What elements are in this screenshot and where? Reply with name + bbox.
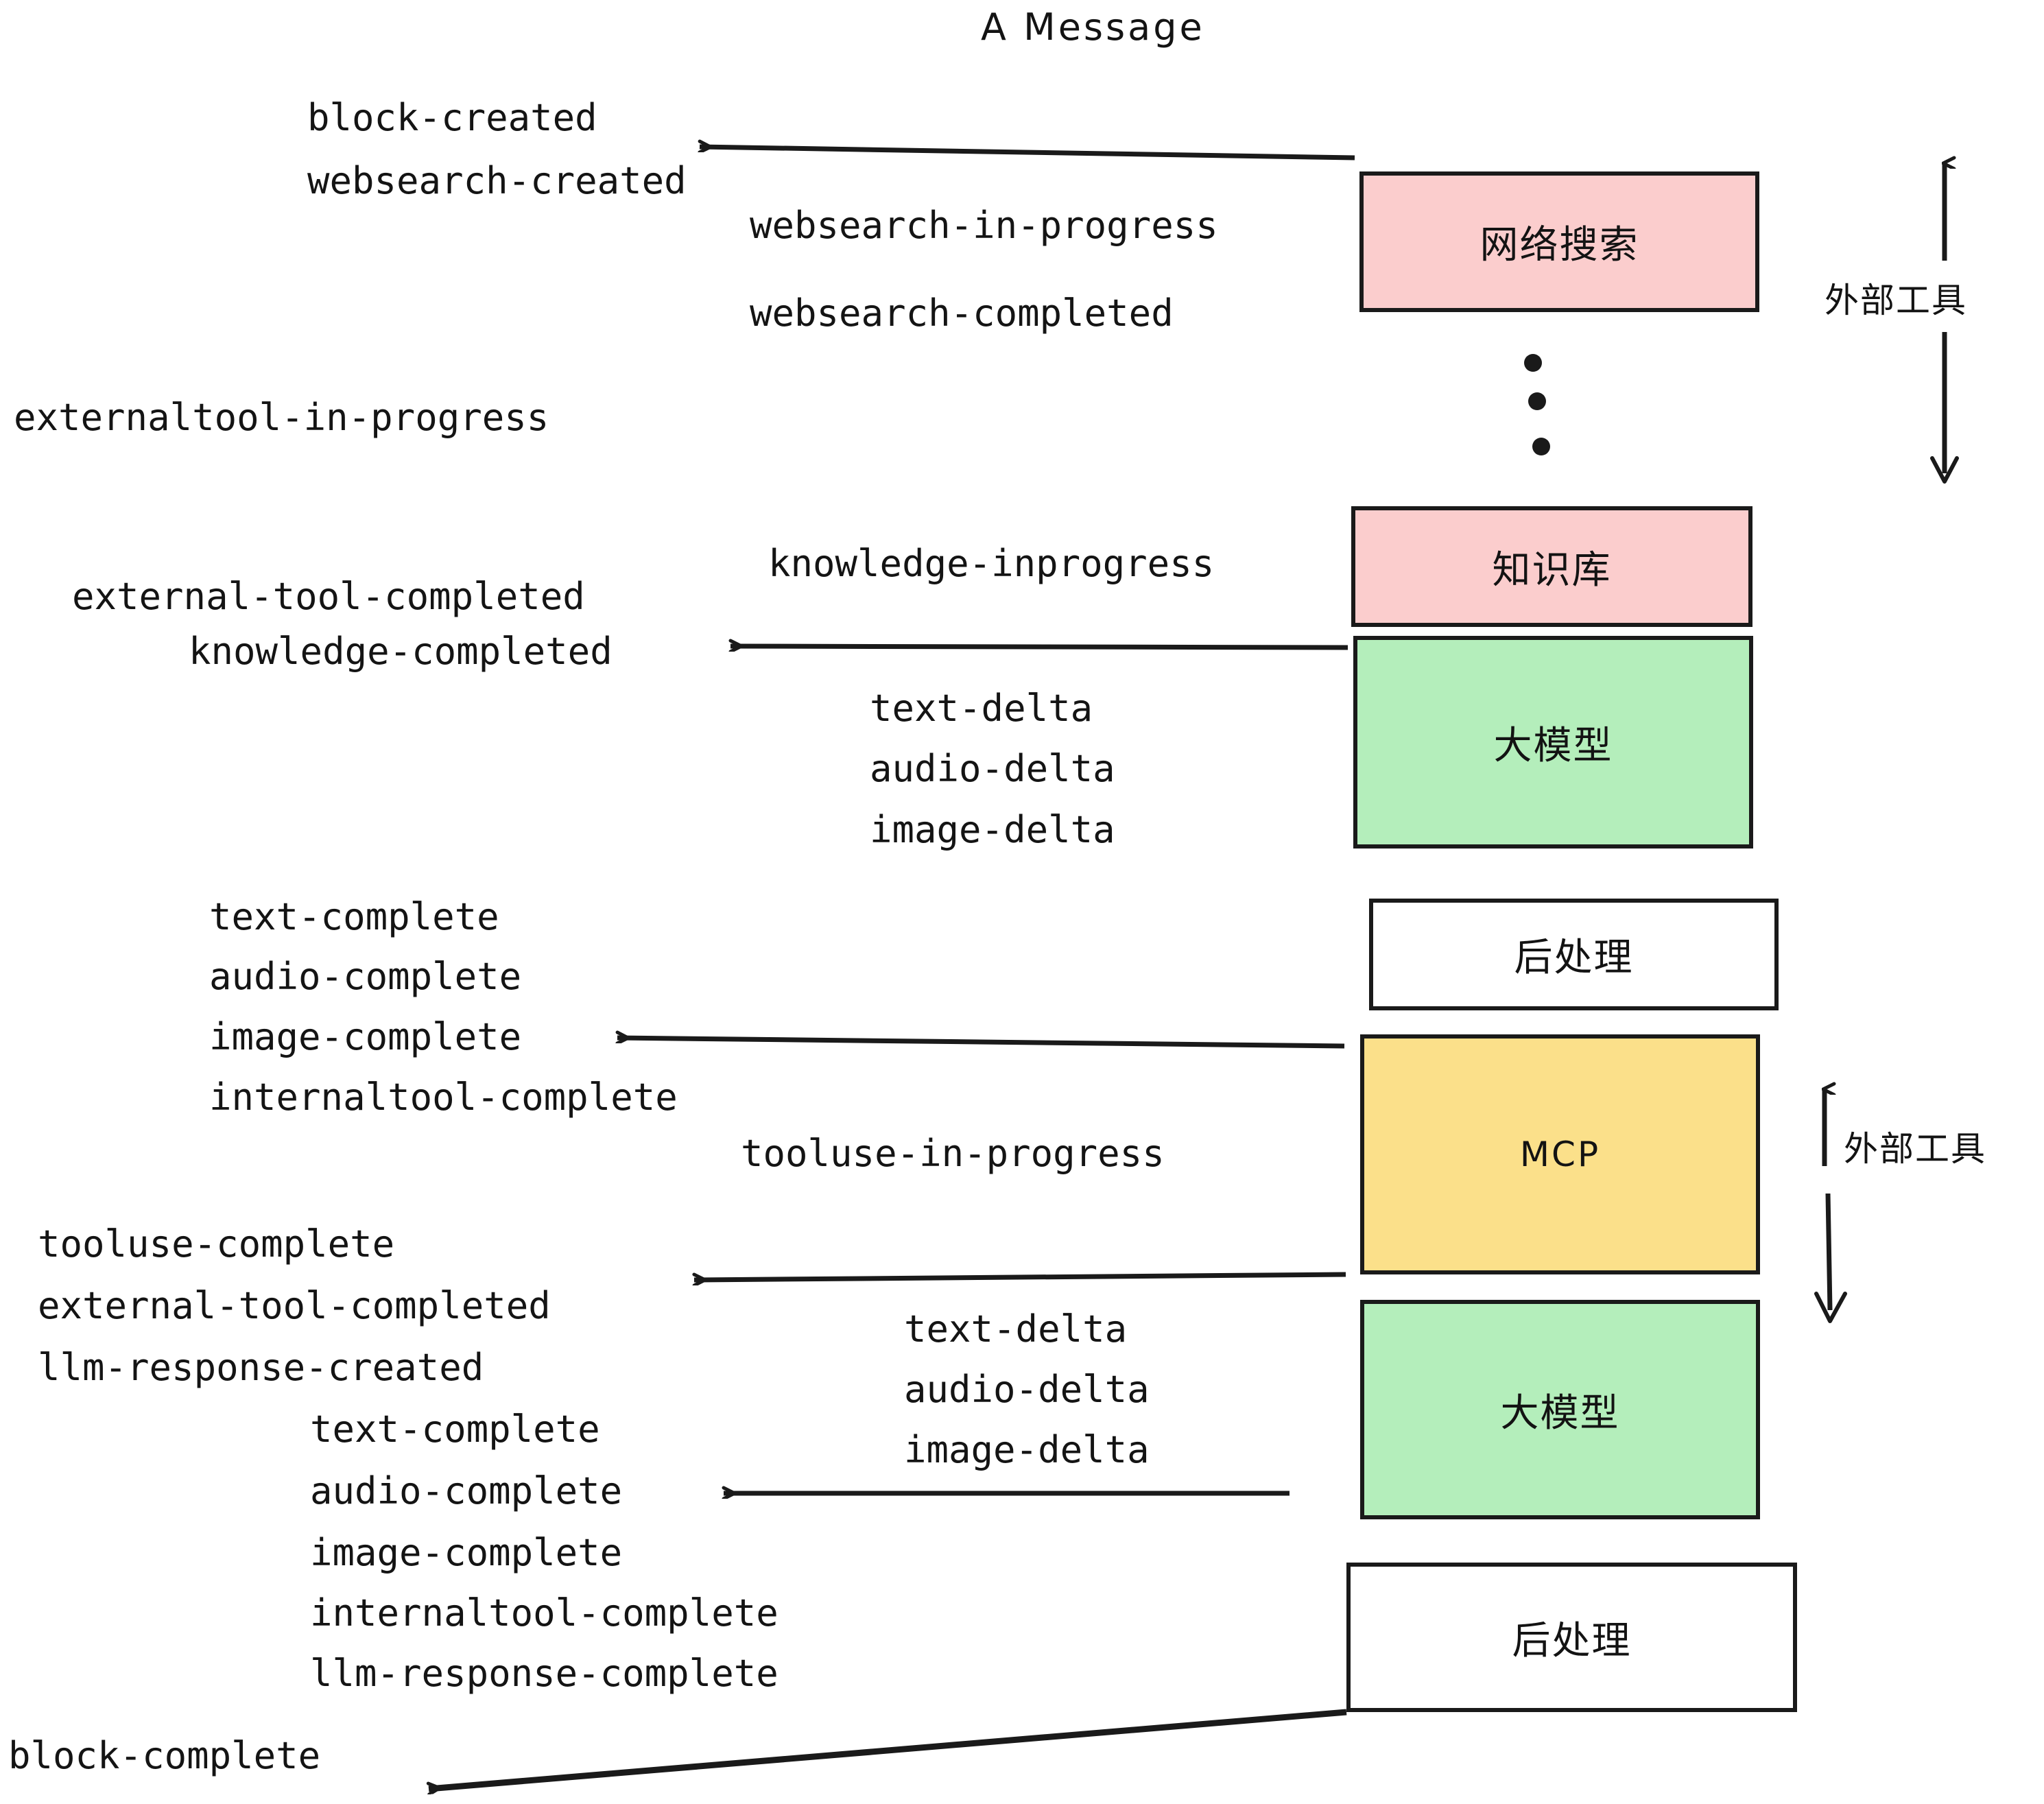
arrow-websearch-created [700,147,1355,161]
event-audio-complete-1: audio-complete [209,955,522,998]
node-postprocessing-2[interactable]: 后处理 [1346,1563,1797,1712]
node-websearch-label: 网络搜索 [1479,223,1639,268]
arrow-image-complete-1 [617,1038,1345,1049]
event-image-delta-1: image-delta [870,808,1115,851]
arrow-external-tools-bottom-down [1825,1193,1833,1311]
ellipsis-dot-2 [1528,392,1546,410]
label-external-tools-top: 外部工具 [1825,281,1967,320]
event-text-complete-2: text-complete [310,1408,600,1451]
event-tooluse-complete: tooluse-complete [38,1222,395,1266]
node-websearch[interactable]: 网络搜索 [1359,171,1759,312]
ellipsis-dot-3 [1532,438,1550,455]
event-image-complete-2: image-complete [310,1531,623,1574]
node-postprocessing-1-label: 后处理 [1514,936,1634,980]
event-block-created: block-created [307,96,597,139]
node-llm-1[interactable]: 大模型 [1353,636,1753,848]
event-audio-delta-2: audio-delta [904,1368,1150,1411]
diagram-title: A Message [981,5,1205,49]
event-text-complete-1: text-complete [209,895,499,938]
node-knowledge-label: 知识库 [1492,547,1612,593]
event-block-complete: block-complete [8,1734,321,1777]
node-llm-2[interactable]: 大模型 [1360,1300,1760,1519]
node-mcp-label: MCP [1519,1135,1601,1174]
event-knowledge-completed: knowledge-completed [189,630,613,673]
event-llm-response-complete: llm-response-complete [310,1652,779,1695]
arrowhead-external-tools-top-down [1930,456,1959,484]
node-llm-1-label: 大模型 [1493,723,1613,768]
arrow-tooluse-complete [694,1272,1346,1280]
arrowhead-external-tools-bottom-down [1814,1292,1847,1323]
event-external-tool-completed-1: external-tool-completed [72,575,585,618]
node-postprocessing-2-label: 后处理 [1512,1618,1632,1663]
node-mcp[interactable]: MCP [1360,1034,1760,1274]
event-knowledge-inprogress: knowledge-inprogress [768,542,1215,585]
ellipsis-dot-1 [1524,354,1542,372]
event-audio-delta-1: audio-delta [870,747,1115,790]
node-knowledge[interactable]: 知识库 [1351,506,1752,627]
event-websearch-created: websearch-created [307,159,687,202]
event-internaltool-complete-2: internaltool-complete [310,1591,779,1635]
event-image-complete-1: image-complete [209,1015,522,1058]
event-internaltool-complete-1: internaltool-complete [209,1076,678,1119]
event-websearch-in-progress: websearch-in-progress [750,204,1218,247]
event-websearch-completed: websearch-completed [750,292,1174,335]
event-audio-complete-2: audio-complete [310,1469,623,1512]
event-text-delta-2: text-delta [904,1307,1128,1351]
event-image-delta-2: image-delta [904,1428,1150,1471]
event-external-tool-completed-2: external-tool-completed [38,1284,551,1327]
event-llm-response-created: llm-response-created [38,1346,484,1389]
event-text-delta-1: text-delta [870,687,1093,730]
node-postprocessing-1[interactable]: 后处理 [1369,899,1779,1010]
label-external-tools-bottom: 外部工具 [1844,1129,1986,1169]
node-llm-2-label: 大模型 [1500,1390,1620,1436]
event-externaltool-in-progress: externaltool-in-progress [14,396,549,439]
arrow-knowledge-completed [730,646,1348,648]
event-tooluse-in-progress: tooluse-in-progress [741,1132,1165,1175]
arrow-block-complete [429,1709,1347,1789]
